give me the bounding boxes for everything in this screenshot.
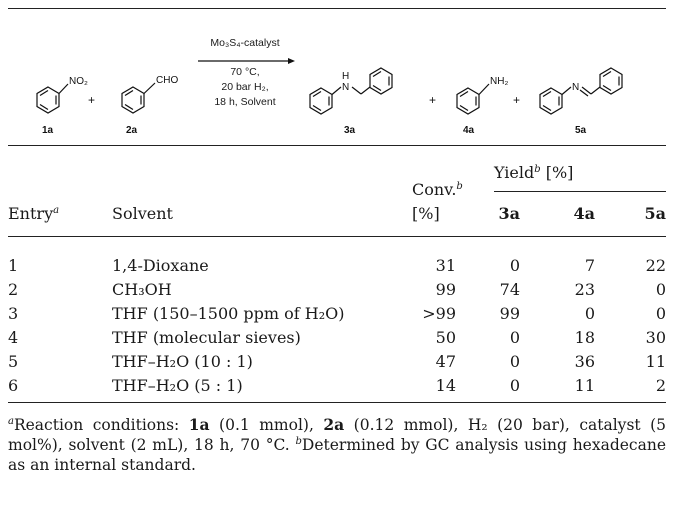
- reaction-scheme: NO₂ CHO H N NH₂ N + + + 1a 2a 3a 4a 5a M…: [8, 8, 666, 138]
- cell-yield-3a: 0: [509, 328, 520, 347]
- header-col-3a: 3a: [498, 204, 521, 223]
- compound-label-1a: 1a: [42, 125, 54, 136]
- imine-n-label: N: [572, 82, 579, 93]
- compound-label-5a: 5a: [575, 125, 587, 136]
- cell-solvent: THF–H₂O (10 : 1): [112, 352, 253, 371]
- cell-conversion: 31: [435, 256, 456, 275]
- header-col-5a: 5a: [644, 204, 667, 223]
- header-conversion-unit: [%]: [412, 204, 440, 223]
- compound-label-2a: 2a: [126, 125, 138, 136]
- cell-yield-4a: 11: [574, 376, 595, 395]
- nitro-group-label: NO₂: [69, 76, 88, 87]
- plus-sign-3: +: [513, 93, 520, 107]
- scheme-bottom-rule: [8, 145, 666, 146]
- amine-h-label: H: [342, 71, 349, 82]
- cell-yield-3a: 0: [509, 376, 520, 395]
- condition-pressure: 20 bar H₂,: [221, 81, 269, 93]
- plus-sign-1: +: [88, 93, 95, 107]
- amino-group-label: NH₂: [490, 76, 508, 87]
- n-benzylaniline-structure: [309, 67, 393, 115]
- reaction-scheme-drawing: NO₂ CHO H N NH₂ N + + + 1a 2a 3a 4a 5a: [36, 58, 623, 136]
- header-conversion: Conv.b: [412, 180, 463, 199]
- cell-yield-5a: 22: [645, 256, 666, 275]
- benzaldehyde-structure: [121, 82, 156, 114]
- cell-yield-4a: 0: [584, 304, 595, 323]
- cell-yield-3a: 0: [509, 352, 520, 371]
- cell-conversion: 14: [435, 376, 456, 395]
- condition-temperature: 70 °C,: [230, 66, 260, 78]
- header-entry: Entrya: [8, 204, 60, 223]
- compound-label-3a: 3a: [344, 125, 356, 136]
- cell-yield-5a: 30: [645, 328, 666, 347]
- amine-n-label: N: [342, 82, 349, 93]
- cell-yield-4a: 18: [574, 328, 595, 347]
- cell-yield-3a: 74: [499, 280, 520, 299]
- cell-entry: 3: [8, 304, 19, 323]
- header-col-4a: 4a: [573, 204, 596, 223]
- cell-solvent: THF (150–1500 ppm of H₂O): [112, 304, 345, 323]
- yield-group-rule: [494, 191, 666, 192]
- cell-yield-5a: 0: [655, 304, 666, 323]
- header-solvent: Solvent: [112, 204, 173, 223]
- n-benzylideneaniline-structure: [539, 67, 623, 115]
- cell-yield-5a: 2: [655, 376, 666, 395]
- table-bottom-rule: [8, 402, 666, 403]
- plus-sign-2: +: [429, 93, 436, 107]
- cell-solvent: CH₃OH: [112, 280, 172, 299]
- nitrobenzene-structure: [36, 83, 69, 114]
- header-bottom-rule: [8, 236, 666, 237]
- cell-entry: 5: [8, 352, 19, 371]
- footnote-mark-b: b: [295, 436, 302, 447]
- cell-yield-3a: 99: [499, 304, 520, 323]
- cell-entry: 2: [8, 280, 19, 299]
- cell-solvent: THF–H₂O (5 : 1): [112, 376, 243, 395]
- cell-yield-4a: 36: [574, 352, 595, 371]
- cell-solvent: THF (molecular sieves): [112, 328, 301, 347]
- cell-entry: 4: [8, 328, 19, 347]
- footnote-mark-a: a: [8, 416, 14, 427]
- cell-conversion: 50: [435, 328, 456, 347]
- cell-yield-3a: 0: [509, 256, 520, 275]
- table-top-rule: [8, 8, 666, 9]
- condition-time-solvent: 18 h, Solvent: [214, 96, 276, 108]
- aldehyde-group-label: CHO: [156, 75, 178, 86]
- cell-yield-4a: 23: [574, 280, 595, 299]
- table-footnote: aReaction conditions: 1a (0.1 mmol), 2a …: [8, 415, 667, 474]
- cell-entry: 6: [8, 376, 19, 395]
- compound-label-4a: 4a: [463, 125, 475, 136]
- cell-yield-4a: 7: [584, 256, 595, 275]
- condition-catalyst: Mo₃S₄-catalyst: [210, 37, 280, 49]
- cell-conversion: 47: [435, 352, 456, 371]
- cell-conversion: 99: [435, 280, 456, 299]
- header-yield: Yieldb [%]: [494, 163, 574, 182]
- aniline-structure: [456, 83, 490, 115]
- cell-solvent: 1,4-Dioxane: [112, 256, 209, 275]
- cell-yield-5a: 0: [655, 280, 666, 299]
- cell-entry: 1: [8, 256, 19, 275]
- cell-conversion: >99: [422, 304, 456, 323]
- cell-yield-5a: 11: [645, 352, 666, 371]
